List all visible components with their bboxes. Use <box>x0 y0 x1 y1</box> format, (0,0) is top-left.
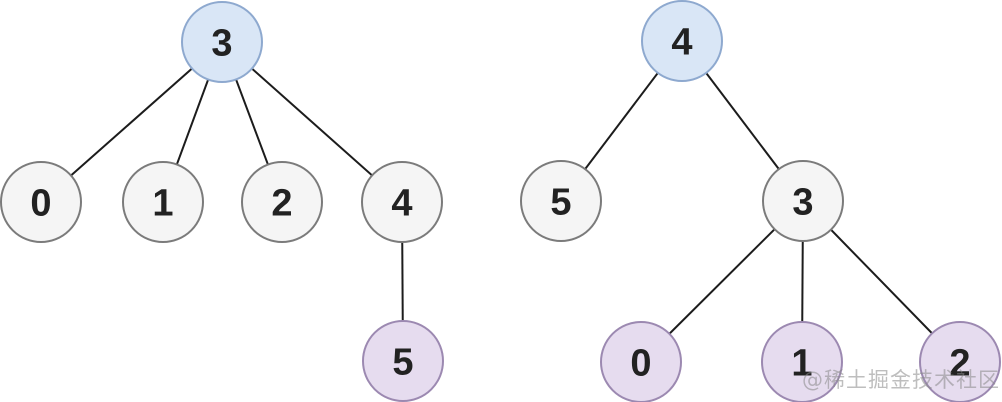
tree-node-5-circle <box>520 160 602 242</box>
tree-node-4-circle <box>641 0 723 82</box>
tree-node-1-label: 1 <box>152 183 173 225</box>
tree-node-4-label: 4 <box>391 183 412 225</box>
tree-node-2-label: 2 <box>949 343 970 385</box>
tree-node-0-label: 0 <box>630 343 651 385</box>
tree-node-1-circle <box>122 161 204 243</box>
tree-node-3-circle <box>181 1 263 83</box>
tree-node-2-circle <box>241 161 323 243</box>
tree-node-5-label: 5 <box>392 342 413 384</box>
tree-node-4-label: 4 <box>671 22 692 64</box>
tree-node-3-label: 3 <box>792 182 813 224</box>
tree-node-0-circle <box>0 161 82 243</box>
tree-node-2-circle <box>919 321 1001 402</box>
tree-node-2-label: 2 <box>271 183 292 225</box>
tree-node-0-circle <box>600 321 682 402</box>
tree-node-1-label: 1 <box>791 343 812 385</box>
tree-node-5-circle <box>362 320 444 402</box>
watermark-text: @稀土掘金技术社区 <box>802 368 1000 392</box>
tree-left: 3 0 1 2 4 5 <box>0 1 444 402</box>
tree-node-5-label: 5 <box>550 182 571 224</box>
tree-node-0-label: 0 <box>30 183 51 225</box>
tree-right: 4 5 3 0 1 2 <box>520 0 1001 402</box>
tree-node-3-circle <box>762 160 844 242</box>
tree-node-1-circle <box>761 321 843 402</box>
tree-node-3-label: 3 <box>211 23 232 65</box>
tree-node-4-circle <box>361 161 443 243</box>
